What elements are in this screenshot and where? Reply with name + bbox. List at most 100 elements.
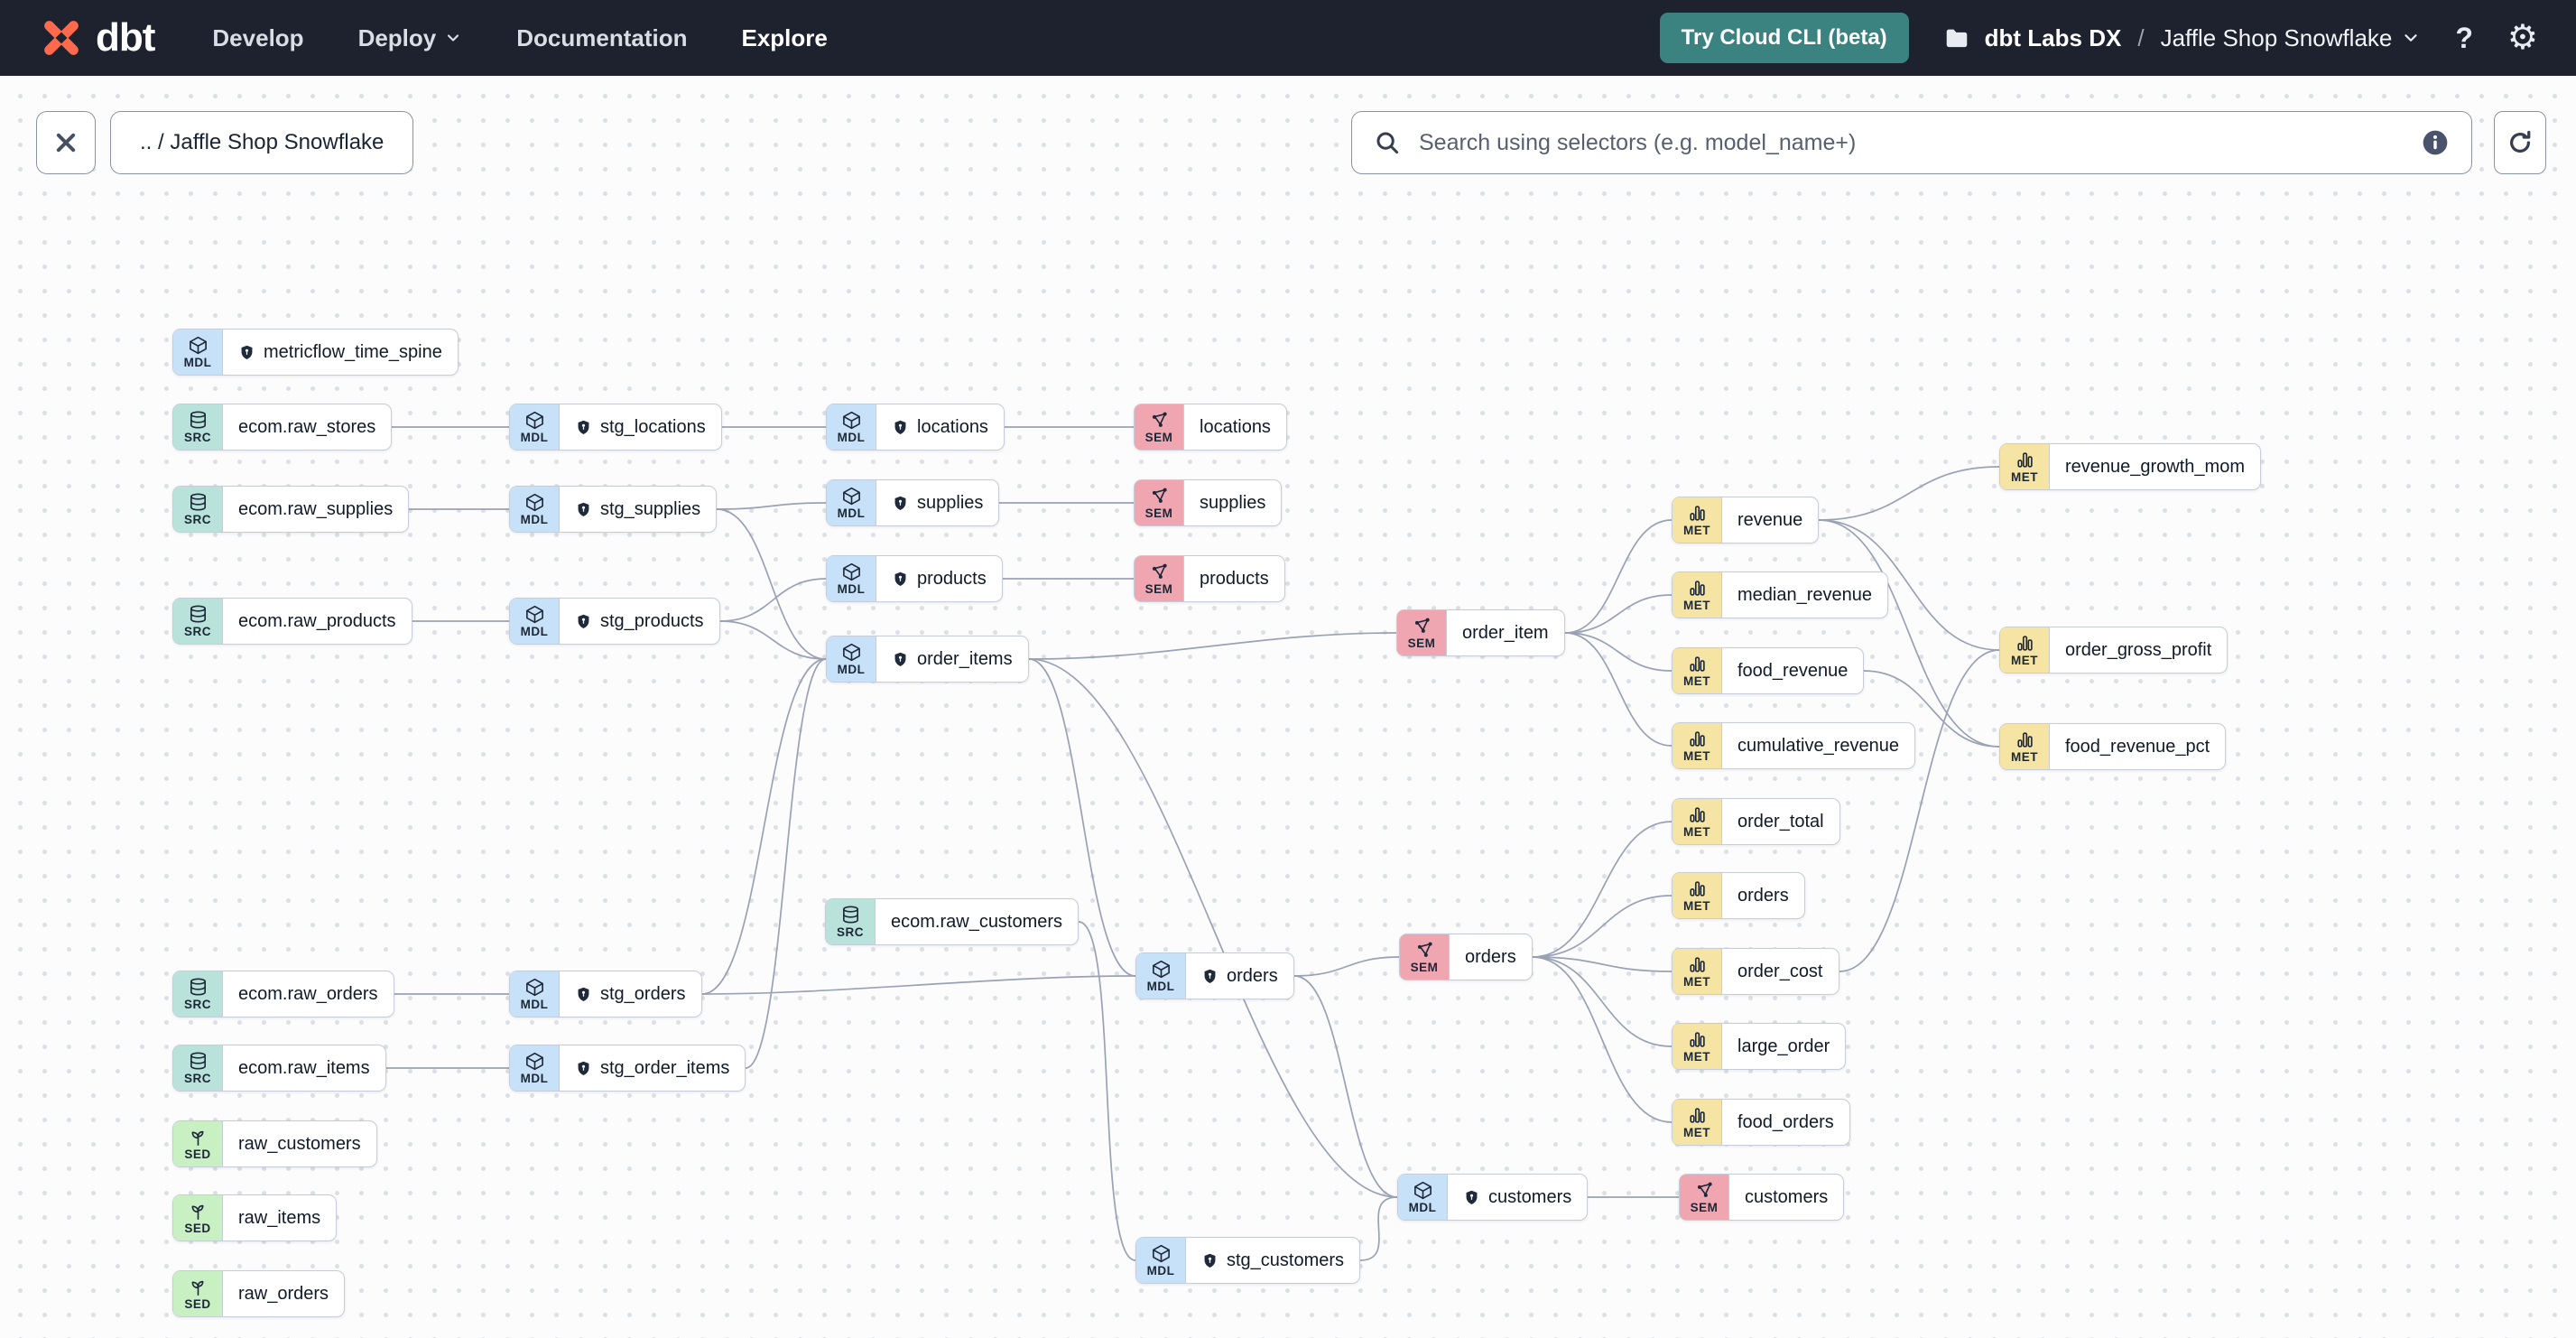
model-badge: MDL — [1136, 1238, 1186, 1283]
badge-label: MDL — [520, 625, 549, 639]
database-icon — [190, 411, 206, 429]
semantic-badge: SEM — [1135, 556, 1184, 601]
node-stg_supplies[interactable]: MDL stg_supplies — [509, 486, 718, 533]
breadcrumb[interactable]: .. / Jaffle Shop Snowflake — [110, 111, 414, 174]
chevron-down-icon — [448, 34, 459, 42]
node-label: revenue_growth_mom — [2050, 444, 2260, 489]
badge-label: SED — [184, 1297, 211, 1312]
badge-label: SED — [184, 1222, 211, 1236]
lineage-edge — [1564, 632, 1673, 747]
search-input[interactable] — [1417, 128, 2405, 157]
lineage-edge — [1564, 594, 1673, 634]
project-breadcrumb[interactable]: dbt Labs DX / Jaffle Shop Snowflake — [1943, 24, 2422, 52]
badge-label: MDL — [520, 431, 549, 445]
nav-item-explore[interactable]: Explore — [741, 24, 828, 51]
cube-icon — [1152, 961, 1170, 979]
node-label-text: order_item — [1462, 622, 1549, 643]
node-label-text: large_order — [1737, 1036, 1830, 1056]
cube-icon — [842, 563, 860, 581]
node-label-text: stg_order_items — [600, 1057, 730, 1078]
node-label: orders — [1722, 873, 1804, 918]
node-label: locations — [1184, 404, 1286, 450]
lineage-edge — [1532, 956, 1673, 972]
cube-icon — [189, 337, 207, 355]
node-label: stg_supplies — [560, 487, 716, 532]
badge-label: MDL — [1146, 980, 1175, 994]
node-label-text: locations — [917, 416, 988, 437]
shield-icon — [1204, 1253, 1216, 1268]
close-button[interactable] — [36, 111, 96, 174]
gear-icon[interactable]: ⚙ — [2507, 19, 2538, 57]
node-label: orders — [1186, 953, 1293, 999]
lineage-edge — [1863, 670, 2000, 748]
refresh-icon — [2510, 130, 2531, 153]
node-label-text: raw_orders — [238, 1283, 329, 1304]
metric-badge: MET — [1673, 873, 1722, 918]
nav-item-documentation[interactable]: Documentation — [516, 24, 688, 51]
badge-label: MET — [2011, 750, 2038, 765]
node-orders_mdl[interactable]: MDL orders — [1135, 952, 1294, 999]
semantic-badge: SEM — [1135, 404, 1184, 450]
badge-label: MDL — [520, 513, 549, 527]
nav-item-deploy[interactable]: Deploy — [358, 26, 463, 50]
badge-label: MDL — [520, 1072, 549, 1086]
node-stg_order_items[interactable]: MDL stg_order_items — [509, 1045, 746, 1092]
node-seed_raw_orders[interactable]: SED raw_orders — [172, 1270, 346, 1317]
dbt-logo[interactable]: dbt — [38, 14, 155, 61]
folder-icon — [1946, 29, 1967, 48]
nav-item-develop[interactable]: Develop — [212, 24, 304, 51]
help-icon[interactable]: ? — [2455, 21, 2473, 54]
lineage-edge — [1564, 632, 1673, 672]
bar-chart-icon — [1689, 581, 1705, 596]
bar-chart-icon — [2016, 636, 2033, 651]
semantic-badge: SEM — [1135, 480, 1184, 525]
semantic-graph-icon — [1697, 1182, 1712, 1198]
lineage-edge — [1028, 658, 1398, 1198]
project-name[interactable]: Jaffle Shop Snowflake — [2161, 24, 2422, 52]
dbt-logo-icon — [44, 21, 79, 55]
refresh-button[interactable] — [2494, 111, 2546, 174]
try-cloud-cli-button[interactable]: Try Cloud CLI (beta) — [1659, 13, 1909, 63]
node-label: order_item — [1447, 610, 1564, 655]
info-icon[interactable] — [2421, 128, 2450, 157]
badge-label: MET — [2011, 654, 2038, 668]
